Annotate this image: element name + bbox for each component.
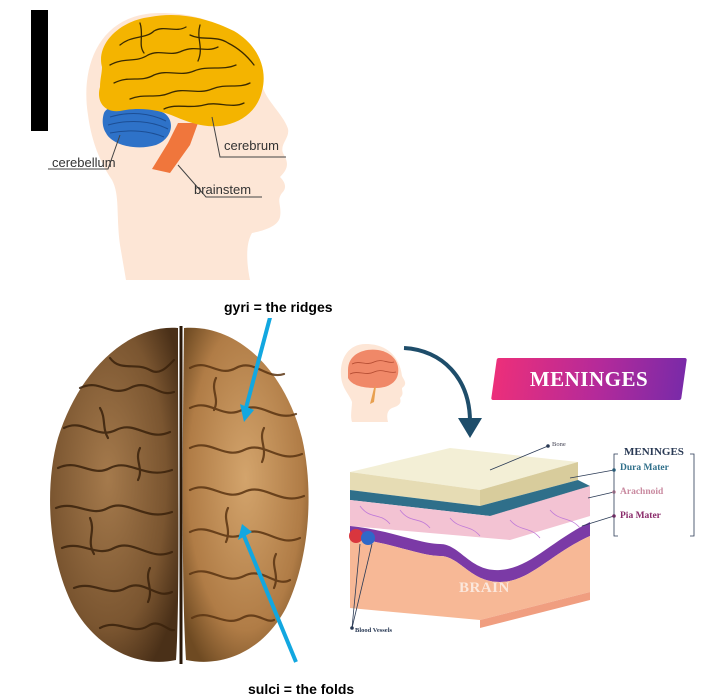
legend-dura-mater: Dura Mater [620,463,669,473]
cerebrum-shape [98,14,264,127]
left-bar [31,10,48,131]
left-hemisphere [50,327,179,662]
legend-arachnoid: Arachnoid [620,487,664,497]
meninges-diagram [340,344,695,630]
cerebrum-label: cerebrum [224,138,279,153]
brain-tissue [350,536,590,620]
blood-vessel-blue [361,531,375,545]
dura-layer [350,480,590,516]
legend-pia-mater: Pia Mater [620,511,661,521]
legend-title: MENINGES [624,446,684,458]
gyri-caption: gyri = the ridges [224,299,333,315]
cerebellum-label: cerebellum [52,155,116,170]
right-hemisphere [182,327,309,662]
gyri-arrow [244,318,272,409]
bone-label: Bone [552,441,566,448]
brainstem-label: brainstem [194,182,252,197]
blood-vessel-red [349,529,363,543]
sulci-caption: sulci = the folds [248,681,355,697]
brainstem-shape [152,123,198,173]
brain-photo [50,318,309,664]
head-diagram [48,13,289,280]
blood-vessels-label: Blood Vessels [355,627,393,634]
sulci-arrow [242,535,298,663]
curved-arrow [403,346,472,423]
arachnoid-layer [350,486,590,540]
bone-layer [350,448,578,490]
brain-label: BRAIN [459,580,510,596]
